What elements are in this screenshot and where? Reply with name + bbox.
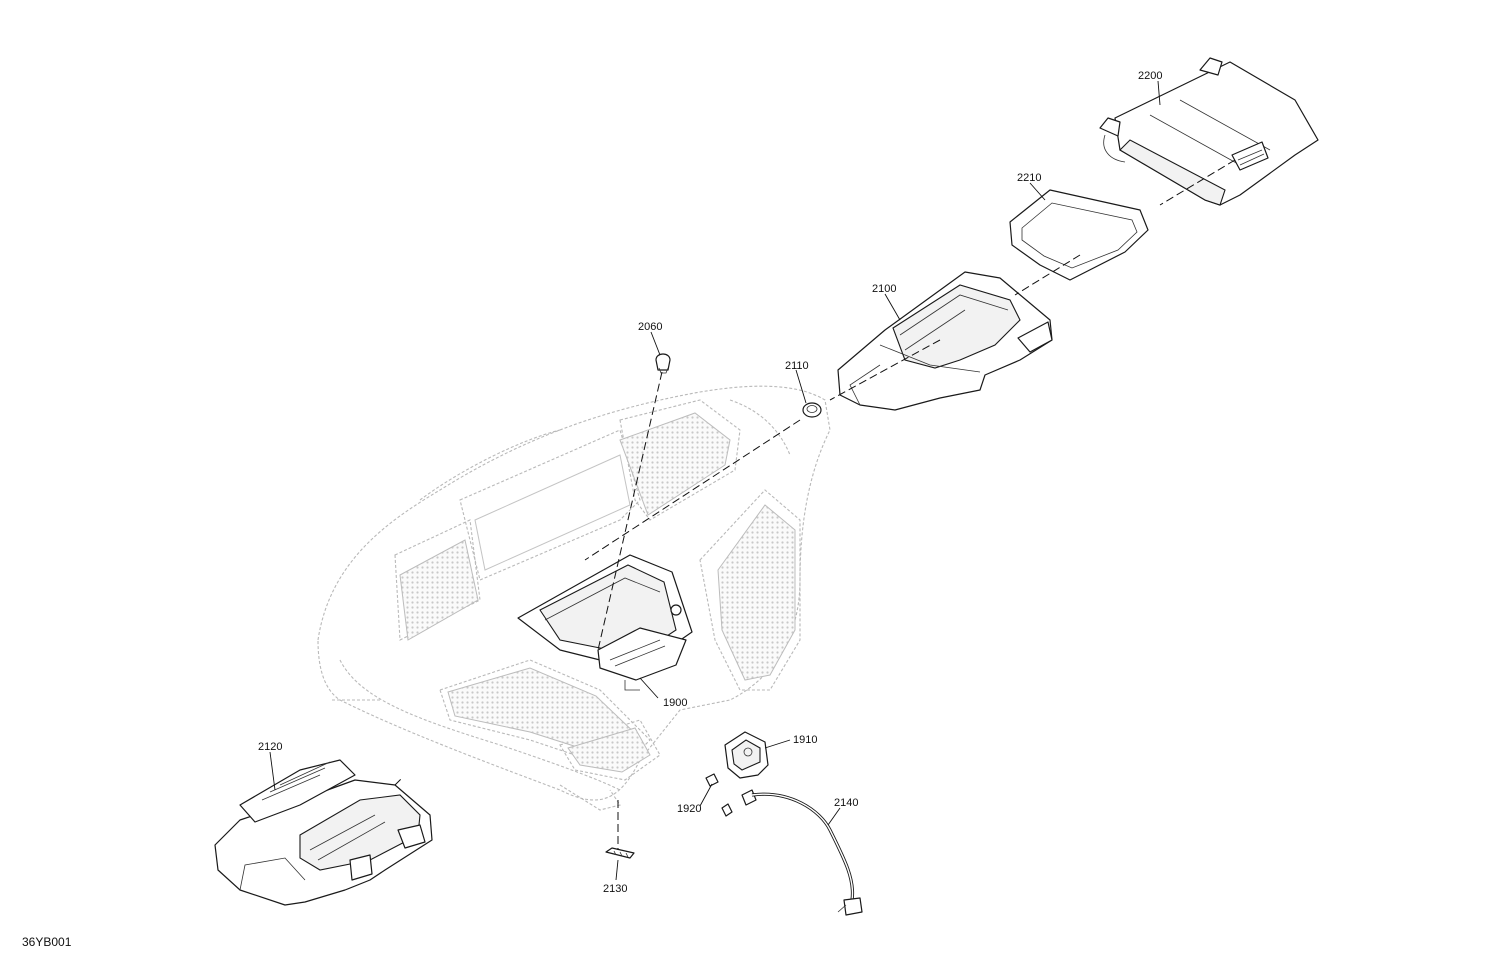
part-1920-fastener — [705, 773, 733, 817]
part-2120-side-bracket — [214, 759, 433, 906]
part-2060-clip — [655, 353, 671, 374]
callout-2200: 2200 — [1138, 70, 1162, 82]
part-2140-cable — [741, 789, 863, 916]
callout-labels: 2200 2210 2100 2110 2060 1900 1910 1920 … — [258, 70, 1162, 895]
callout-2110: 2110 — [785, 360, 809, 372]
part-2110-plug — [802, 402, 822, 418]
callout-2060: 2060 — [638, 321, 662, 333]
callout-2120: 2120 — [258, 741, 282, 753]
part-2130-strip — [605, 847, 635, 859]
callout-1900: 1900 — [663, 697, 687, 709]
part-2100-storage-insert — [837, 271, 1053, 411]
callout-1910: 1910 — [793, 734, 817, 746]
speaker-grille-upper — [619, 412, 731, 516]
callout-2100: 2100 — [872, 283, 896, 295]
speaker-grille-right — [717, 504, 796, 681]
assembly-lines — [394, 159, 1236, 850]
figure-reference-code: 36YB001 — [22, 935, 72, 949]
callout-1920: 1920 — [677, 803, 701, 815]
part-1910-latch — [724, 731, 769, 779]
callout-2210: 2210 — [1017, 172, 1041, 184]
dashboard-housing-ghost — [317, 385, 831, 811]
callout-2140: 2140 — [834, 797, 858, 809]
part-2210-seal — [1009, 189, 1149, 281]
leader-lines — [269, 80, 1161, 881]
callout-2130: 2130 — [603, 883, 627, 895]
speaker-grille-left — [399, 539, 479, 641]
part-1900-glovebox-tub — [517, 554, 693, 691]
vent-grille-lower — [567, 727, 651, 773]
part-2200-glovebox-lid — [1099, 57, 1319, 206]
